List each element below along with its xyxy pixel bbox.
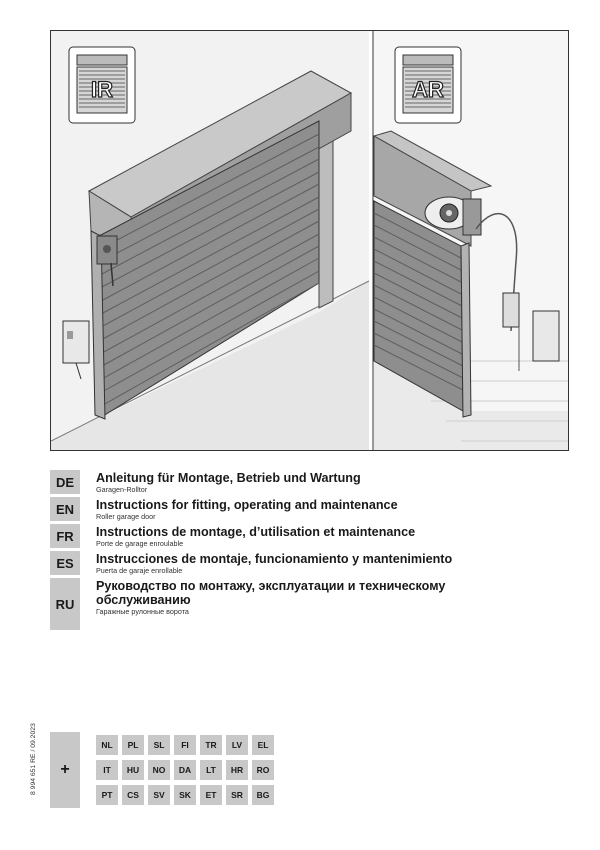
badge-ir-label: IR	[91, 77, 113, 102]
lang-row-ru: RU Руководство по монтажу, эксплуатации …	[50, 578, 520, 630]
right-panel-ar: AR	[372, 31, 568, 450]
lang-subtitle: Гаражные рулонные ворота	[96, 607, 189, 616]
lang-code-cell: BG	[252, 785, 274, 805]
lang-subtitle: Puerta de garaje enrollable	[96, 566, 183, 575]
garage-door-drawing: IR	[51, 31, 568, 450]
lang-title: Instructions de montage, d’utilisation e…	[96, 525, 416, 539]
lang-code-badge: EN	[50, 497, 80, 521]
lang-subtitle: Porte de garage enroulable	[96, 539, 184, 548]
lang-title: Instrucciones de montaje, funcionamiento…	[96, 552, 453, 566]
lang-code-badge: DE	[50, 470, 80, 494]
lang-code-cell: CS	[122, 785, 144, 805]
lang-code-cell: LV	[226, 735, 248, 755]
lang-code-cell: DA	[174, 760, 196, 780]
lang-code-cell: NL	[96, 735, 118, 755]
more-languages-plus: +	[50, 732, 80, 808]
lang-code-cell: IT	[96, 760, 118, 780]
lang-row-en: EN Instructions for fitting, operating a…	[50, 497, 520, 521]
lang-code-cell: ET	[200, 785, 222, 805]
lang-code-badge: ES	[50, 551, 80, 575]
lang-code-cell: SV	[148, 785, 170, 805]
lang-code-cell: FI	[174, 735, 196, 755]
lang-subtitle: Garagen-Rolltor	[96, 485, 148, 494]
lang-title: Anleitung für Montage, Betrieb und Wartu…	[96, 471, 361, 485]
lang-code-cell: SL	[148, 735, 170, 755]
lang-subtitle: Roller garage door	[96, 512, 156, 521]
lang-code-cell: SR	[226, 785, 248, 805]
lang-code-cell: TR	[200, 735, 222, 755]
lang-row-fr: FR Instructions de montage, d’utilisatio…	[50, 524, 520, 548]
badge-ar-label: AR	[412, 77, 444, 102]
lang-title: Instructions for fitting, operating and …	[96, 498, 398, 512]
lang-code-cell: PL	[122, 735, 144, 755]
more-languages-grid: NL PL SL FI TR LV EL IT HU NO DA LT HR R…	[96, 735, 274, 805]
lang-row-es: ES Instrucciones de montaje, funcionamie…	[50, 551, 520, 575]
lang-code-badge: RU	[50, 578, 80, 630]
lang-code-cell: RO	[252, 760, 274, 780]
lang-row-de: DE Anleitung für Montage, Betrieb und Wa…	[50, 470, 520, 494]
lang-code-cell: EL	[252, 735, 274, 755]
document-number: 8 994 651 RE / 09.2023	[30, 723, 37, 795]
cover-illustration: IR	[50, 30, 569, 451]
lang-code-cell: PT	[96, 785, 118, 805]
lang-code-cell: SK	[174, 785, 196, 805]
left-panel-ir: IR	[51, 31, 370, 450]
lang-code-cell: HR	[226, 760, 248, 780]
lang-code-cell: NO	[148, 760, 170, 780]
lang-code-cell: HU	[122, 760, 144, 780]
lang-code-cell: LT	[200, 760, 222, 780]
lang-title: Руководство по монтажу, эксплуатации и т…	[96, 579, 446, 607]
language-list: DE Anleitung für Montage, Betrieb und Wa…	[50, 470, 520, 633]
lang-code-badge: FR	[50, 524, 80, 548]
